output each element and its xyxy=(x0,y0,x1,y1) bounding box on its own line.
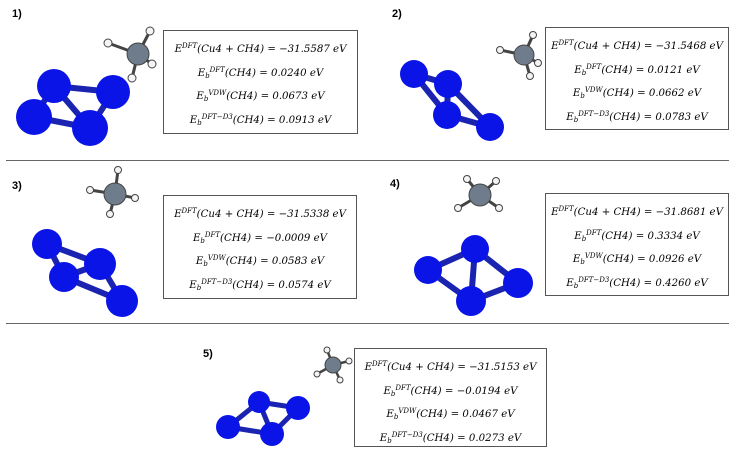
binding-d3-line-3: EbDFT−D3(CH4) = 0.0574 eV xyxy=(189,277,331,292)
energy-box-2: EDFT(Cu4 + CH4) = −31.5468 eV EbDFT(CH4)… xyxy=(545,27,729,130)
ch4-molecule-4 xyxy=(454,175,503,212)
binding-vdw-line-4: EbVDW(CH4) = 0.0926 eV xyxy=(572,252,702,266)
divider-row-1 xyxy=(6,160,729,161)
cu4-cluster-5 xyxy=(216,391,310,446)
divider-row-2 xyxy=(6,323,729,324)
energy-box-5: EDFT(Cu4 + CH4) = −31.5153 eV EbDFT(CH4)… xyxy=(354,348,547,447)
total-energy-line-2: EDFT(Cu4 + CH4) = −31.5468 eV xyxy=(551,39,723,52)
panel-label-3: 3) xyxy=(12,180,22,192)
cu4-ch4-structure-4 xyxy=(414,175,533,316)
panel-label-2: 2) xyxy=(392,8,402,20)
binding-dft-line-1: EbDFT(CH4) = 0.0240 eV xyxy=(197,65,324,80)
binding-vdw-line-1: EbVDW(CH4) = 0.0673 eV xyxy=(196,89,325,103)
binding-dft-line-4: EbDFT(CH4) = 0.3334 eV xyxy=(574,228,700,243)
energy-box-1: EDFT(Cu4 + CH4) = −31.5587 eV EbDFT(CH4)… xyxy=(163,30,358,134)
panel-label-5: 5) xyxy=(203,348,213,360)
total-energy-line-3: EDFT(Cu4 + CH4) = −31.5338 eV xyxy=(174,207,346,220)
panel-label-1: 1) xyxy=(12,8,22,20)
panel-label-4: 4) xyxy=(390,178,400,190)
ch4-molecule-2 xyxy=(496,31,542,80)
binding-d3-line-5: EbDFT−D3(CH4) = 0.0273 eV xyxy=(379,430,522,445)
cu4-cluster-3 xyxy=(32,229,138,317)
cu4-ch4-structure-3 xyxy=(32,166,139,317)
cu4-cluster-1 xyxy=(16,69,130,146)
energy-box-3: EDFT(Cu4 + CH4) = −31.5338 eV EbDFT(CH4)… xyxy=(163,195,357,299)
ch4-molecule-5 xyxy=(313,346,353,384)
cu4-ch4-structure-2 xyxy=(400,31,542,141)
cu4-ch4-structure-1 xyxy=(16,26,157,146)
binding-dft-line-2: EbDFT(CH4) = 0.0121 eV xyxy=(574,62,700,77)
binding-vdw-line-3: EbVDW(CH4) = 0.0583 eV xyxy=(195,254,325,268)
binding-dft-line-5: EbDFT(CH4) = −0.0194 eV xyxy=(383,383,518,398)
cu4-cluster-2 xyxy=(400,60,504,141)
total-energy-line-5: EDFT(Cu4 + CH4) = −31.5153 eV xyxy=(364,360,537,373)
ch4-molecule-1 xyxy=(103,26,157,83)
binding-vdw-line-5: EbVDW(CH4) = 0.0467 eV xyxy=(386,407,515,421)
binding-d3-line-1: EbDFT−D3(CH4) = 0.0913 eV xyxy=(189,112,332,127)
binding-vdw-line-2: EbVDW(CH4) = 0.0662 eV xyxy=(572,86,702,100)
total-energy-line-4: EDFT(Cu4 + CH4) = −31.8681 eV xyxy=(551,205,723,218)
ch4-molecule-3 xyxy=(86,166,139,218)
total-energy-line-1: EDFT(Cu4 + CH4) = −31.5587 eV xyxy=(174,42,347,55)
cu4-ch4-structure-5 xyxy=(216,346,353,446)
binding-dft-line-3: EbDFT(CH4) = −0.0009 eV xyxy=(192,230,328,245)
energy-box-4: EDFT(Cu4 + CH4) = −31.8681 eV EbDFT(CH4)… xyxy=(545,193,729,296)
cu4-cluster-4 xyxy=(414,235,533,316)
binding-d3-line-4: EbDFT−D3(CH4) = 0.4260 eV xyxy=(566,275,708,290)
binding-d3-line-2: EbDFT−D3(CH4) = 0.0783 eV xyxy=(566,109,708,124)
